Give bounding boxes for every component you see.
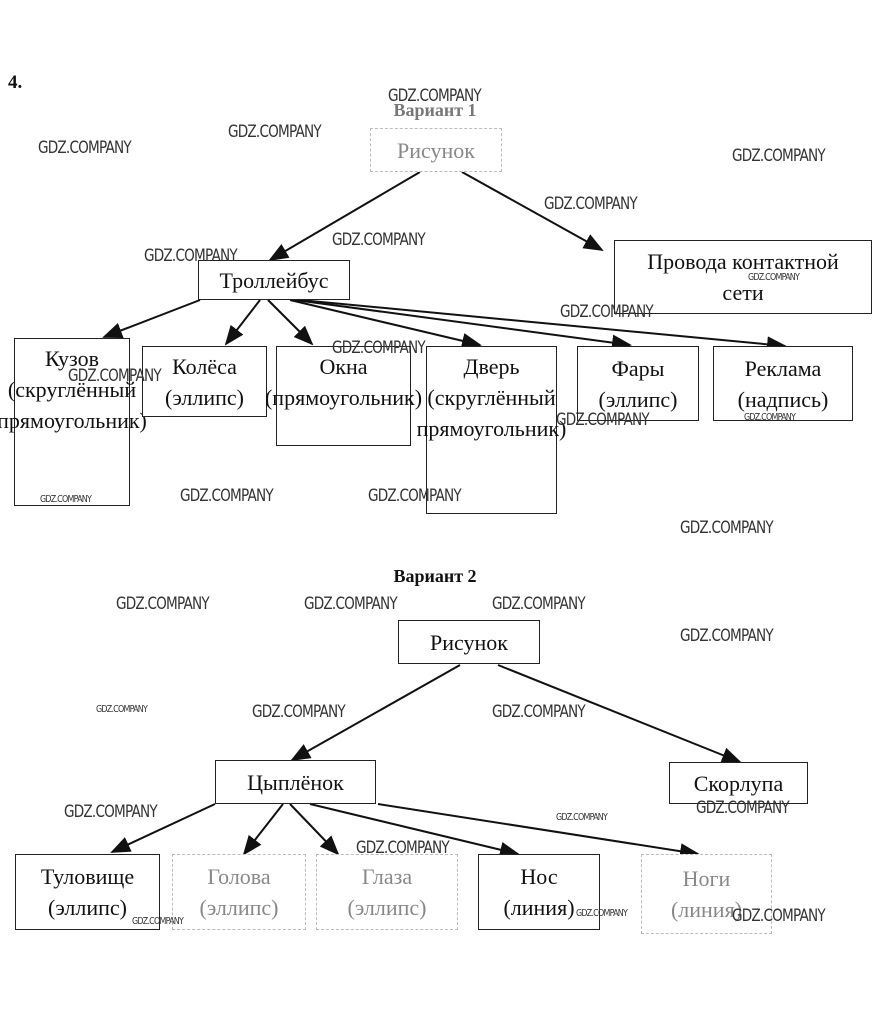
edge-root-trolleybus [268, 171, 421, 262]
watermark: GDZ.COMPANY [556, 410, 650, 430]
task-number: 4. [8, 72, 23, 93]
watermark: GDZ.COMPANY [368, 486, 462, 506]
watermark: GDZ.COMPANY [332, 338, 426, 358]
watermark: GDZ.COMPANY [696, 798, 790, 818]
edge-root2-shell [497, 664, 742, 763]
v1-part-door: Дверь (скруглённый прямоугольник) [417, 346, 566, 514]
watermark: GDZ.COMPANY [228, 122, 322, 142]
watermark: GDZ.COMPANY [180, 486, 274, 506]
watermark: GDZ.COMPANY [304, 594, 398, 614]
v2-root-node: Рисунок [398, 620, 540, 664]
watermark: GDZ.COMPANY [38, 138, 132, 158]
watermark: GDZ.COMPANY [356, 838, 450, 858]
v1-part-body: Кузов (скруглённый прямоугольник) [0, 338, 147, 506]
v1-trolleybus-node: Троллейбус [198, 260, 350, 300]
edge-trolleybus-windows [267, 299, 314, 346]
watermark: GDZ.COMPANY [744, 412, 796, 423]
v2-part-head: Голова(эллипс) [172, 854, 306, 930]
watermark: GDZ.COMPANY [144, 246, 238, 266]
edge-chick-nose [309, 803, 520, 858]
watermark: GDZ.COMPANY [116, 594, 210, 614]
watermark: GDZ.COMPANY [332, 230, 426, 250]
v2-part-torso: Туловище(эллипс) [15, 854, 160, 930]
v1-root-node: Рисунок [370, 128, 502, 172]
v1-part-wheels: Колёса(эллипс) [142, 346, 267, 417]
watermark: GDZ.COMPANY [492, 702, 586, 722]
edge-trolleybus-wheels [224, 299, 261, 346]
watermark: GDZ.COMPANY [68, 366, 162, 386]
variant1-title: Вариант 1 [393, 100, 477, 120]
watermark: GDZ.COMPANY [680, 518, 774, 538]
edge-chick-torso [110, 803, 216, 853]
watermark: GDZ.COMPANY [556, 812, 608, 823]
edge-trolleybus-headlights [294, 299, 632, 351]
watermark: GDZ.COMPANY [544, 194, 638, 214]
edge-trolleybus-body [102, 299, 201, 338]
watermark: GDZ.COMPANY [388, 86, 482, 106]
variant2-title: Вариант 2 [393, 566, 477, 586]
watermark: GDZ.COMPANY [560, 302, 654, 322]
watermark: GDZ.COMPANY [40, 494, 92, 505]
watermark: GDZ.COMPANY [64, 802, 158, 822]
v1-wires-node: Провода контактной сети [614, 240, 872, 314]
edge-root2-chick [290, 664, 461, 761]
watermark: GDZ.COMPANY [732, 146, 826, 166]
watermark: GDZ.COMPANY [732, 906, 826, 926]
watermark: GDZ.COMPANY [680, 626, 774, 646]
v1-part-windows: Окна (прямоугольник) [265, 346, 422, 446]
v2-part-legs: Ноги(линия) [641, 854, 772, 934]
watermark: GDZ.COMPANY [492, 594, 586, 614]
edge-chick-legs [377, 803, 700, 860]
edge-chick-head [242, 803, 284, 856]
v2-part-eyes: Глаза(эллипс) [316, 854, 458, 930]
v1-part-ads: Реклама(надпись) [713, 346, 853, 421]
v1-part-headlights: Фары(эллипс) [577, 346, 699, 421]
v2-part-nose: Нос(линия) [478, 854, 600, 930]
watermark: GDZ.COMPANY [96, 704, 148, 715]
edge-root-wires [461, 171, 604, 251]
v2-chick-node: Цыплёнок [215, 760, 376, 804]
edge-trolleybus-door [289, 299, 482, 349]
watermark: GDZ.COMPANY [576, 908, 628, 919]
watermark: GDZ.COMPANY [748, 272, 800, 283]
watermark: GDZ.COMPANY [132, 916, 184, 927]
edge-chick-eyes [289, 803, 340, 856]
v2-shell-node: Скорлупа [669, 762, 808, 804]
edge-trolleybus-ads [299, 299, 787, 353]
watermark: GDZ.COMPANY [252, 702, 346, 722]
